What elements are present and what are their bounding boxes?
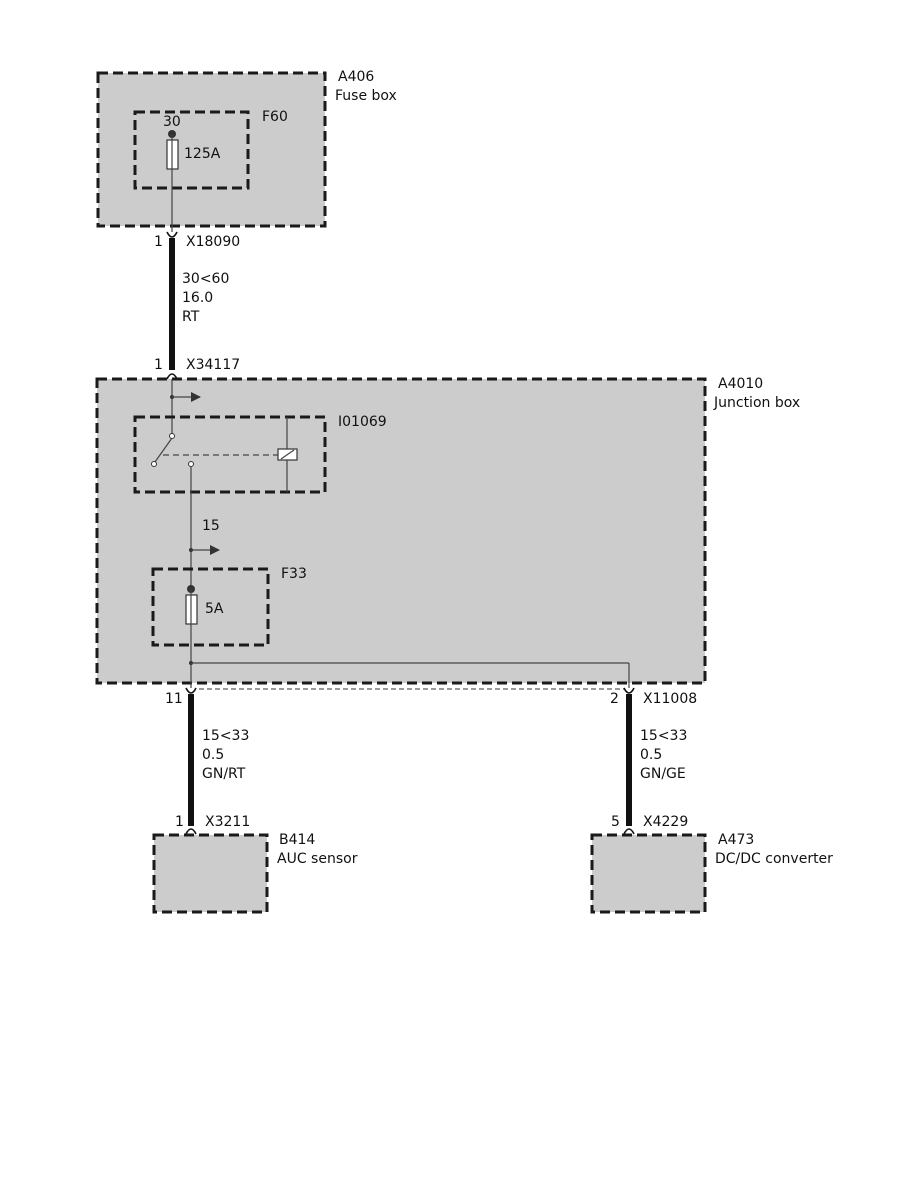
fuse-f33-rating: 5A — [205, 601, 224, 617]
fuse-f33[interactable]: F33 5A — [151, 566, 307, 647]
connector-x11008-id: X11008 — [643, 691, 697, 707]
wire-dcdc-circuit: 15<33 — [640, 728, 687, 744]
wire-dcdc-color: GN/GE — [640, 766, 686, 782]
wire-main-circuit: 30<60 — [182, 271, 229, 287]
connector-x4229-pin: 5 — [611, 814, 620, 830]
wire-dcdc-size: 0.5 — [640, 747, 662, 763]
connector-x3211[interactable]: 1 X3211 — [175, 814, 250, 835]
dcdc-converter-name: DC/DC converter — [715, 851, 833, 867]
junction-box-id: A4010 — [718, 376, 763, 392]
wire-auc-circuit: 15<33 — [202, 728, 249, 744]
wire-main-size: 16.0 — [182, 290, 213, 306]
junction-box-name: Junction box — [713, 395, 800, 411]
connector-x18090-id: X18090 — [186, 234, 240, 250]
auc-sensor-id: B414 — [279, 832, 315, 848]
connector-x4229[interactable]: 5 X4229 — [611, 814, 688, 835]
connector-x34117[interactable]: 1 X34117 — [154, 357, 240, 380]
relay-contact-no — [188, 461, 194, 467]
wire-main-color: RT — [182, 309, 200, 325]
connector-x11008-pin-left: 11 — [165, 691, 183, 707]
relay-id: I01069 — [338, 414, 387, 430]
terminal-15-label: 15 — [202, 518, 220, 534]
wire-auc-feed[interactable]: 15<33 0.5 GN/RT — [188, 694, 249, 826]
connector-x18090-pin: 1 — [154, 234, 163, 250]
wire-dcdc-feed[interactable]: 15<33 0.5 GN/GE — [626, 694, 687, 826]
wire-auc-size: 0.5 — [202, 747, 224, 763]
fuse-f60-terminal: 30 — [163, 114, 181, 130]
relay-contact-nc — [151, 461, 157, 467]
connector-x34117-pin: 1 — [154, 357, 163, 373]
connector-x3211-id: X3211 — [205, 814, 250, 830]
junction-box-a4010[interactable]: A4010 Junction box — [95, 376, 800, 685]
relay-contact-common — [169, 433, 175, 439]
auc-sensor-b414[interactable]: B414 AUC sensor — [152, 832, 358, 914]
dcdc-converter-id: A473 — [718, 832, 754, 848]
dcdc-converter-a473[interactable]: A473 DC/DC converter — [590, 832, 833, 914]
fuse-box-id: A406 — [338, 69, 374, 85]
auc-sensor-name: AUC sensor — [277, 851, 358, 867]
connector-x11008[interactable]: 11 2 X11008 — [165, 687, 697, 707]
fuse-box-name: Fuse box — [335, 88, 397, 104]
relay-i01069[interactable]: I01069 — [133, 414, 387, 494]
connector-x11008-pin-right: 2 — [610, 691, 619, 707]
fuse-box-a406[interactable]: A406 Fuse box — [96, 69, 397, 228]
fuse-f60-id: F60 — [262, 109, 288, 125]
connector-x18090[interactable]: 1 X18090 — [154, 231, 240, 250]
connector-x4229-id: X4229 — [643, 814, 688, 830]
connector-x34117-id: X34117 — [186, 357, 240, 373]
relay-switch-arm — [154, 437, 173, 463]
fuse-f60[interactable]: F60 30 125A — [133, 109, 288, 232]
fuse-f60-rating: 125A — [184, 146, 221, 162]
wire-main-feed[interactable]: 30<60 16.0 RT — [169, 238, 229, 370]
connector-x3211-pin: 1 — [175, 814, 184, 830]
wire-auc-color: GN/RT — [202, 766, 246, 782]
fuse-f33-id: F33 — [281, 566, 307, 582]
